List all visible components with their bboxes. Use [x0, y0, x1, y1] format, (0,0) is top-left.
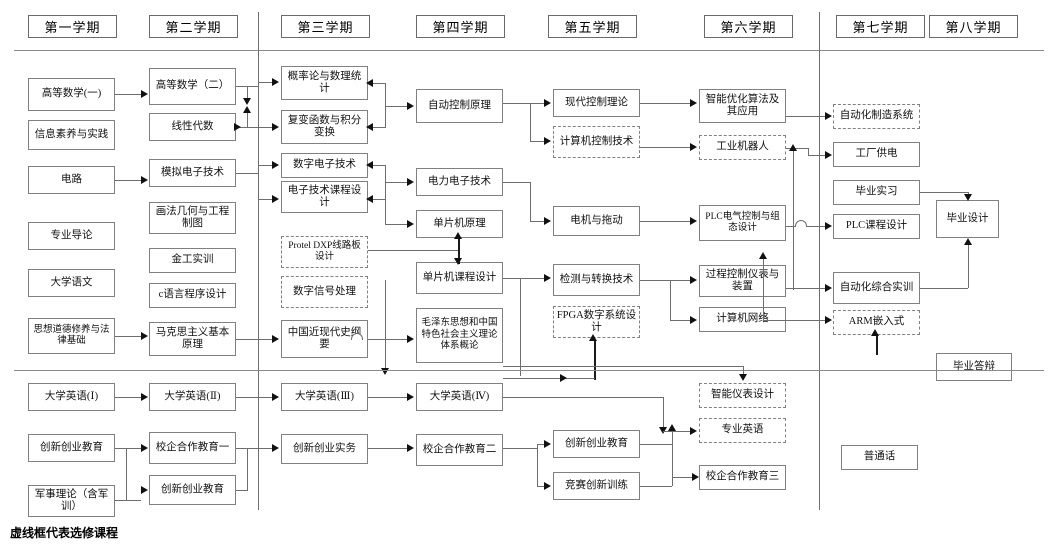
course-box-dxyy3[interactable]: 大学英语(Ⅲ) — [281, 383, 368, 411]
course-box-szdz[interactable]: 数字电子技术 — [281, 153, 368, 178]
semester-header-4: 第四学期 — [416, 15, 505, 38]
course-box-glyl[interactable]: 概率论与数理统计 — [281, 66, 368, 100]
course-box-znybsj[interactable]: 智能仪表设计 — [699, 383, 786, 408]
course-box-xqhz2[interactable]: 校企合作教育二 — [416, 434, 503, 466]
column-divider-right — [819, 12, 820, 510]
course-box-protel[interactable]: Protel DXP线路板设计 — [281, 236, 368, 268]
course-box-gcgd[interactable]: 工厂供电 — [833, 142, 920, 167]
course-box-gckzyb[interactable]: 过程控制仪表与装置 — [699, 265, 786, 297]
course-box-mzdsx[interactable]: 毛泽东思想和中国特色社会主义理论体系概论 — [416, 308, 503, 363]
course-box-bydb[interactable]: 毕业答辩 — [936, 353, 1012, 381]
course-box-jsll[interactable]: 军事理论（含军训） — [28, 485, 115, 517]
course-box-bysj[interactable]: 毕业设计 — [936, 200, 999, 238]
course-box-cyycxsj[interactable]: c语言程序设计 — [149, 283, 236, 308]
course-box-dxyy1[interactable]: 大学英语(Ⅰ) — [28, 383, 115, 411]
course-box-cxcysw[interactable]: 创新创业实务 — [281, 434, 368, 464]
course-box-pth[interactable]: 普通话 — [841, 445, 918, 470]
course-box-gyjqr[interactable]: 工业机器人 — [699, 135, 786, 160]
course-box-dxyw[interactable]: 大学语文 — [28, 269, 115, 297]
course-box-jsjwl[interactable]: 计算机网络 — [699, 307, 786, 332]
course-box-mndz[interactable]: 模拟电子技术 — [149, 159, 236, 187]
semester-header-5: 第五学期 — [548, 15, 637, 38]
semester-header-8: 第八学期 — [929, 15, 1018, 38]
course-box-xxsy[interactable]: 信息素养与实践 — [28, 120, 115, 150]
legend-text: 虚线框代表选修课程 — [10, 526, 119, 540]
course-box-gdsx2[interactable]: 高等数学（二） — [149, 68, 236, 105]
section-divider-rule — [14, 370, 1044, 371]
course-box-zyyy[interactable]: 专业英语 — [699, 418, 786, 443]
course-box-jgsx[interactable]: 金工实训 — [149, 248, 236, 273]
course-box-cxcy1[interactable]: 创新创业教育 — [28, 434, 115, 462]
course-box-zydl[interactable]: 专业导论 — [28, 222, 115, 250]
course-box-szxhcl[interactable]: 数字信号处理 — [281, 276, 368, 308]
course-box-jscx[interactable]: 竞赛创新训练 — [553, 472, 640, 500]
course-box-fbhs[interactable]: 复变函数与积分变换 — [281, 110, 368, 144]
semester-header-2: 第二学期 — [149, 15, 238, 38]
course-box-plcdq[interactable]: PLC电气控制与组态设计 — [699, 205, 786, 241]
course-box-jsjkz[interactable]: 计算机控制技术 — [553, 126, 640, 158]
course-box-dxyy4[interactable]: 大学英语(Ⅳ) — [416, 383, 503, 411]
column-divider-left — [258, 12, 259, 510]
course-box-znyh[interactable]: 智能优化算法及其应用 — [699, 89, 786, 123]
course-box-dpjkc[interactable]: 单片机课程设计 — [416, 262, 503, 294]
course-box-gdsx1[interactable]: 高等数学(一) — [28, 78, 115, 111]
course-box-zdhzz[interactable]: 自动化制造系统 — [833, 104, 920, 129]
course-box-xqhz3[interactable]: 校企合作教育三 — [699, 465, 786, 490]
course-box-djytd[interactable]: 电机与拖动 — [553, 206, 640, 236]
course-box-cxcy3[interactable]: 创新创业教育 — [553, 430, 640, 458]
course-box-xqhz1[interactable]: 校企合作教育一 — [149, 432, 236, 464]
semester-header-6: 第六学期 — [704, 15, 793, 38]
course-box-hfjh[interactable]: 画法几何与工程制图 — [149, 202, 236, 234]
course-box-cxcy2[interactable]: 创新创业教育 — [149, 475, 236, 505]
course-box-plckc[interactable]: PLC课程设计 — [833, 214, 920, 239]
course-box-zdkzyl[interactable]: 自动控制原理 — [416, 89, 503, 123]
course-box-dianlu[interactable]: 电路 — [28, 166, 115, 194]
course-box-jcyzh[interactable]: 检测与转换技术 — [553, 264, 640, 296]
course-box-dldzjs[interactable]: 电力电子技术 — [416, 168, 503, 196]
semester-header-1: 第一学期 — [28, 15, 117, 38]
course-box-sxdd[interactable]: 思想道德修养与法律基础 — [28, 318, 115, 354]
course-box-xxds[interactable]: 线性代数 — [149, 113, 236, 141]
semester-header-3: 第三学期 — [281, 15, 370, 38]
course-box-mkszy[interactable]: 马克思主义基本原理 — [149, 322, 236, 356]
course-box-dzjskc[interactable]: 电子技术课程设计 — [281, 181, 368, 213]
header-divider-rule — [14, 50, 1044, 51]
course-box-xdkzll[interactable]: 现代控制理论 — [553, 89, 640, 117]
course-box-bysx[interactable]: 毕业实习 — [833, 180, 920, 205]
semester-header-7: 第七学期 — [836, 15, 925, 38]
course-box-dxyy2[interactable]: 大学英语(Ⅱ) — [149, 383, 236, 411]
course-box-zdhzh[interactable]: 自动化综合实训 — [833, 272, 920, 304]
